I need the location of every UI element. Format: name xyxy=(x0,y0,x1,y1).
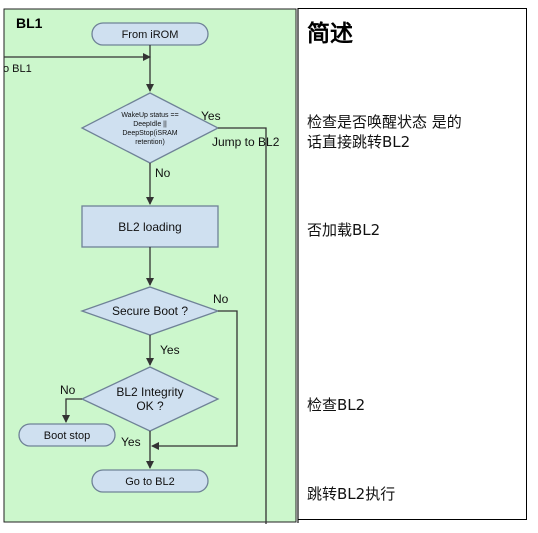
terminator-boot-stop-label: Boot stop xyxy=(44,430,90,442)
jump-label: Jump to BL2 xyxy=(212,135,280,149)
decision-integrity-line-2: OK ? xyxy=(136,399,164,413)
decision-wakeup-no: No xyxy=(155,166,171,180)
decision-integrity-yes: Yes xyxy=(121,435,141,449)
notes-cell-right-border xyxy=(526,8,527,520)
note-load: 否加载BL2 xyxy=(307,221,381,239)
decision-secure-boot-label: Secure Boot ? xyxy=(112,304,188,318)
connector-secure-boot-no xyxy=(151,310,238,450)
note-wakeup: 检查是否唤醒状态 是的 话直接跳转BL2 xyxy=(307,112,532,152)
decision-wakeup-yes: Yes xyxy=(201,109,221,123)
decision-wakeup-line-1: WakeUp status == xyxy=(121,112,178,119)
terminator-boot-stop xyxy=(18,423,116,447)
frame-title: BL1 xyxy=(16,15,43,31)
decision-wakeup-line-3: DeepStop(iSRAM xyxy=(122,130,177,137)
note-wakeup-line-1: 检查是否唤醒状态 是的 xyxy=(307,113,462,131)
decision-integrity-line-1: BL2 Integrity xyxy=(116,385,183,399)
connector-integrity-no xyxy=(62,398,82,423)
start-label: From iROM xyxy=(122,29,179,41)
terminator-go-to-bl2-label: Go to BL2 xyxy=(125,476,175,488)
note-jump: 跳转BL2执行 xyxy=(307,485,396,503)
notes-title: 简述 xyxy=(307,21,353,47)
decision-wakeup-line-2: DeepIdle || xyxy=(133,121,167,128)
decision-wakeup-line-4: retention) xyxy=(135,139,165,146)
decision-secure-boot-yes: Yes xyxy=(160,343,180,357)
process-bl2-loading-label: BL2 loading xyxy=(118,220,181,234)
left-entry-label: o BL1 xyxy=(3,63,32,75)
terminator-go-to-bl2 xyxy=(91,469,209,493)
note-check: 检查BL2 xyxy=(307,396,366,414)
notes-cell-bottom-border xyxy=(298,519,527,520)
decision-integrity-no: No xyxy=(60,383,76,397)
connector-jump-to-bl2 xyxy=(218,127,267,524)
flowchart: BL1 From iROM o BL1 WakeUp status == Dee… xyxy=(3,8,299,524)
process-bl2-loading xyxy=(81,205,219,248)
notes-cell-top-border xyxy=(298,8,527,9)
decision-secure-boot-no: No xyxy=(213,292,229,306)
note-wakeup-line-2: 话直接跳转BL2 xyxy=(307,133,411,151)
